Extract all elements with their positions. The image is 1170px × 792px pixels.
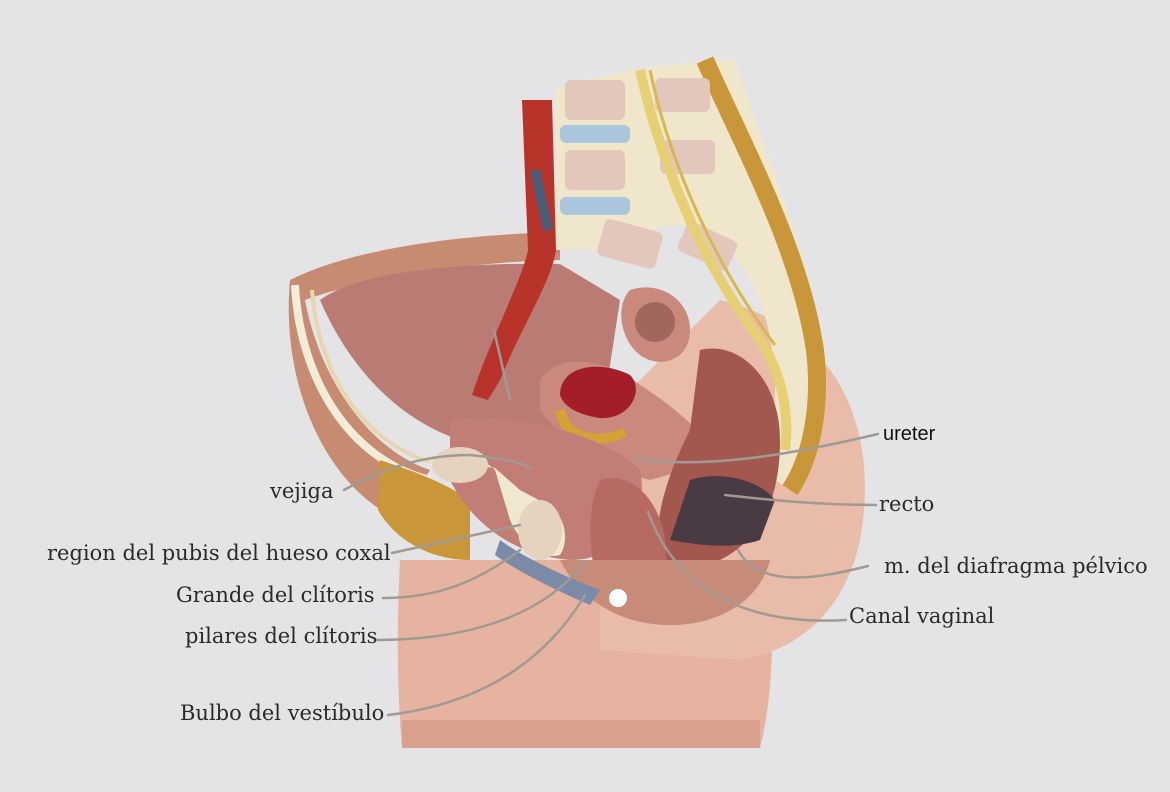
label-canal-vaginal: Canal vaginal	[849, 604, 995, 628]
leader-diafragma-pelvico	[736, 548, 870, 579]
label-pilares-clitoris: pilares del clítoris	[185, 624, 378, 648]
leader-grande-clitoris	[381, 548, 522, 600]
clitoral-crura	[495, 540, 600, 605]
label-ureter: ureter	[883, 423, 936, 445]
abdominal-wall	[288, 232, 560, 520]
label-diafragma-pelvico: m. del diafragma pélvico	[884, 554, 1148, 578]
label-pubis: region del pubis del hueso coxal	[47, 541, 391, 565]
leader-pilares-clitoris	[373, 560, 587, 642]
leader-ureter	[632, 432, 880, 464]
ovary	[560, 366, 636, 419]
perineum	[560, 560, 770, 625]
label-grande-clitoris: Grande del clítoris	[176, 583, 375, 607]
leader-canal-vaginal	[646, 510, 848, 622]
leader-uterine-line	[492, 328, 512, 402]
fat-layer-anterior	[378, 460, 470, 560]
leader-vejiga	[342, 453, 534, 492]
leader-bulbo-vestibulo	[386, 593, 587, 717]
leader-recto	[723, 493, 878, 507]
label-bulbo-vestibulo: Bulbo del vestíbulo	[180, 701, 385, 725]
label-vejiga: vejiga	[270, 479, 334, 503]
leader-lines	[342, 328, 880, 717]
leader-pubis	[390, 523, 522, 555]
label-recto: recto	[879, 492, 935, 516]
vertebral-bodies	[565, 78, 738, 271]
